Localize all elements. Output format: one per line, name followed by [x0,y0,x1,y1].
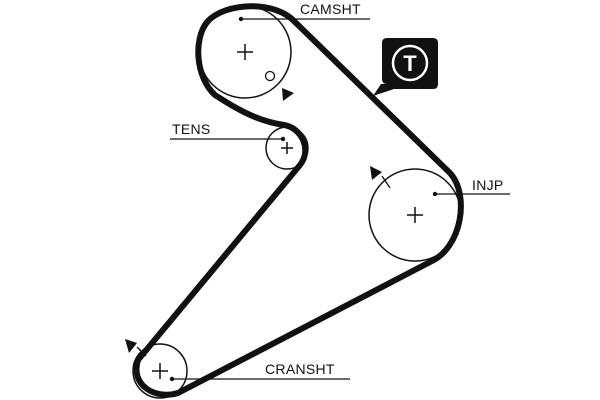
injection-pump-leader [432,191,510,197]
badge-letter: T [403,51,417,76]
camshaft-leader [238,16,370,22]
camshaft-timing-arrow-icon [282,88,294,101]
tensioner-leader [170,136,286,142]
injection-pump-timing-arrow-icon [370,166,382,180]
crankshaft-mark-line [136,346,147,357]
tensioner-center-mark [281,142,293,154]
tensioner-label: TENS [172,121,211,137]
camshaft-timing-hole [264,70,276,82]
crankshaft-timing-arrow-icon [125,339,137,353]
crankshaft-label: CRANSHT [265,361,335,377]
camshaft-center-mark [237,44,253,60]
injection-pump-center-mark [407,207,423,223]
injection-pump-label: INJP [472,177,504,193]
timing-belt [133,3,464,398]
timing-belt-badge-icon: T [373,38,438,96]
crankshaft-pulley [132,343,188,399]
crankshaft-center-mark [152,363,168,379]
crankshaft-leader [169,376,350,382]
injection-pump-mark-line [381,175,391,189]
camshaft-label: CAMSHT [300,1,361,17]
